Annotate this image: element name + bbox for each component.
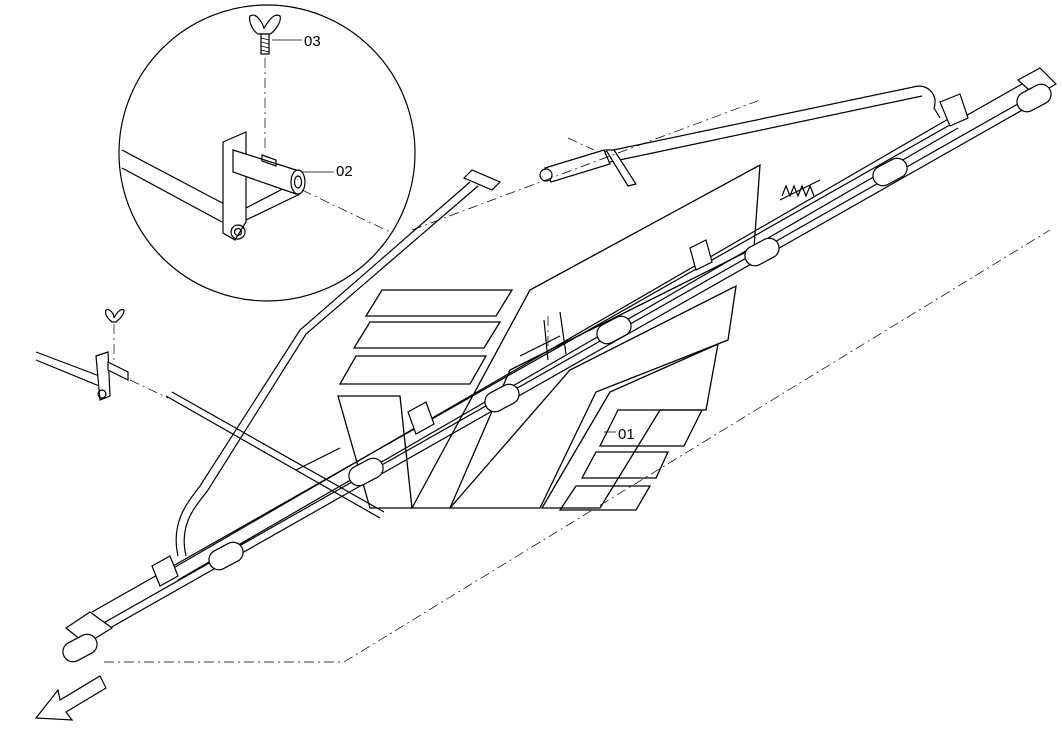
- cross-rod: [165, 391, 385, 519]
- wing-screw-03: [249, 14, 281, 55]
- boom-inner-rail: [169, 117, 959, 581]
- detail-bracket: [222, 131, 247, 241]
- detail-tube: [121, 149, 229, 223]
- detail-circle: [118, 4, 416, 302]
- centerline: [104, 229, 1051, 663]
- left-bracket-assembly: [35, 309, 169, 401]
- support-arm-left: [175, 181, 471, 557]
- label-02: 02: [336, 163, 353, 180]
- logo-watermark: [337, 163, 761, 511]
- direction-arrow: [34, 675, 107, 721]
- label-03: 03: [304, 33, 321, 50]
- detail-view: 03 02: [118, 4, 416, 302]
- support-arm-right: [603, 85, 941, 153]
- label-01: 01: [618, 426, 635, 443]
- arm-right-end: [544, 149, 611, 183]
- rail-brackets: [151, 93, 969, 587]
- tension-spring: [781, 184, 815, 198]
- boom-main-rail: [91, 83, 1041, 629]
- spray-boom: [35, 67, 1057, 663]
- nozzle-group: [62, 83, 1052, 663]
